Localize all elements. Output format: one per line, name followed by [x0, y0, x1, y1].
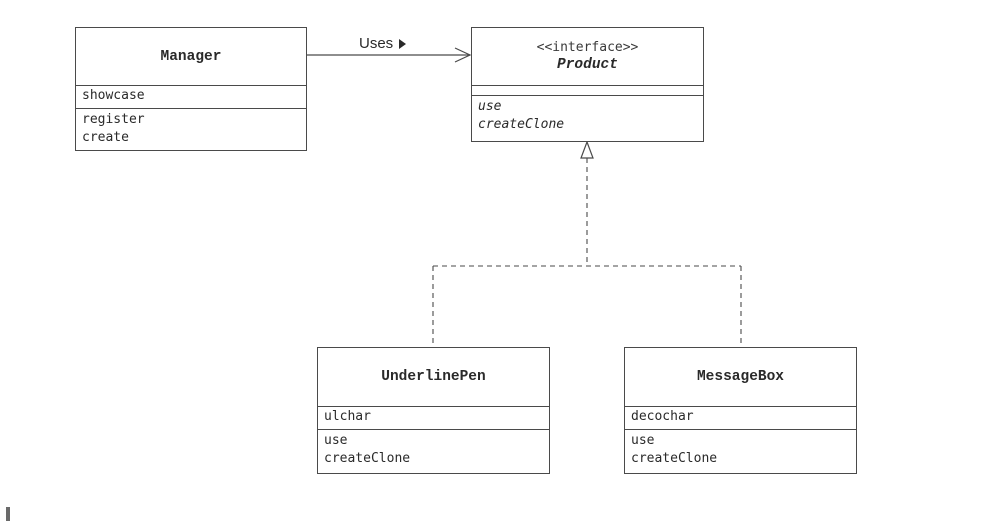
- method: use: [324, 433, 348, 448]
- uses-label: Uses: [359, 35, 407, 52]
- class-product: <<interface>> Product use createClone: [471, 27, 704, 142]
- uses-arrowhead: [454, 47, 472, 63]
- class-name: UnderlinePen: [381, 369, 486, 385]
- page-corner-mark: [6, 507, 10, 521]
- class-manager-name-compartment: Manager: [76, 28, 306, 86]
- method: use: [631, 433, 655, 448]
- class-underlinepen-fields: ulchar: [318, 407, 549, 430]
- field: decochar: [631, 409, 694, 424]
- class-messagebox-name-compartment: MessageBox: [625, 348, 856, 407]
- class-underlinepen-methods: use createClone: [318, 430, 549, 473]
- class-messagebox-methods: use createClone: [625, 430, 856, 473]
- class-product-name-compartment: <<interface>> Product: [472, 28, 703, 86]
- class-product-fields: [472, 86, 703, 96]
- method: createClone: [478, 117, 565, 132]
- class-manager-fields: showcase: [76, 86, 306, 109]
- class-manager: Manager showcase register create: [75, 27, 307, 151]
- direction-triangle-icon: [399, 38, 407, 49]
- method: createClone: [631, 451, 718, 466]
- uses-label-text: Uses: [359, 35, 394, 52]
- method: create: [82, 130, 129, 145]
- class-messagebox: MessageBox decochar use createClone: [624, 347, 857, 474]
- method: use: [478, 99, 502, 114]
- method: createClone: [324, 451, 411, 466]
- class-name: Product: [557, 57, 618, 73]
- class-manager-methods: register create: [76, 109, 306, 150]
- realization-arrowhead: [580, 140, 594, 159]
- class-name: MessageBox: [696, 369, 784, 385]
- stereotype: <<interface>>: [536, 40, 639, 55]
- method: register: [82, 112, 145, 127]
- class-messagebox-fields: decochar: [625, 407, 856, 430]
- class-underlinepen-name-compartment: UnderlinePen: [318, 348, 549, 407]
- field: showcase: [82, 88, 145, 103]
- class-underlinepen: UnderlinePen ulchar use createClone: [317, 347, 550, 474]
- class-product-methods: use createClone: [472, 96, 703, 141]
- class-name: Manager: [160, 48, 222, 65]
- field: ulchar: [324, 409, 371, 424]
